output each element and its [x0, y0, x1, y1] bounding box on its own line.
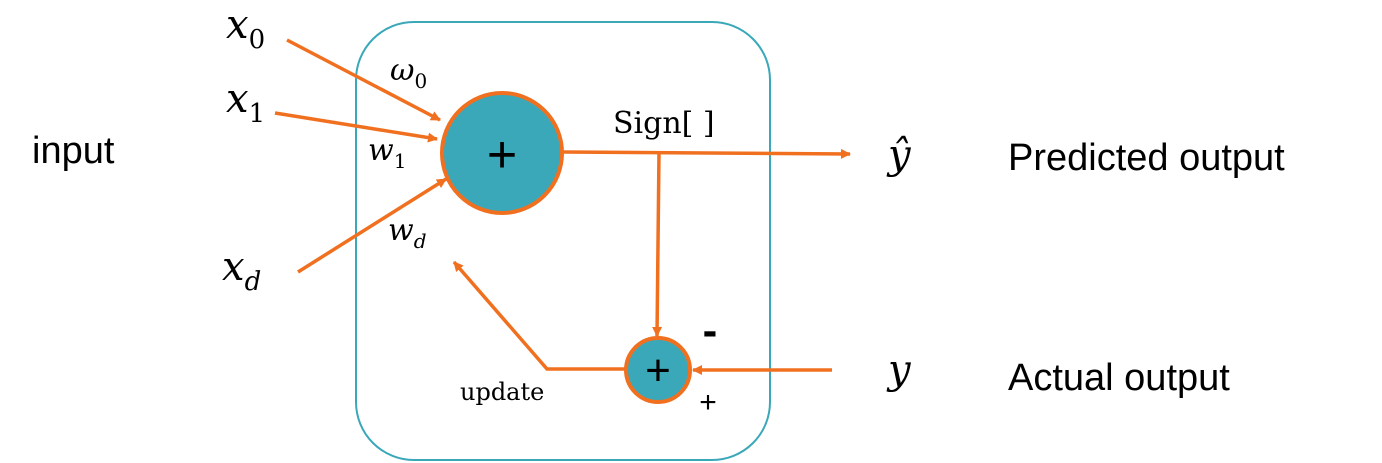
weight-w0-sub: 0 [414, 69, 427, 93]
input-label: input [32, 130, 115, 172]
input-x1-label: x1 [226, 76, 265, 129]
input-xd-label: xd [222, 244, 261, 297]
plus-sign: + [699, 386, 717, 419]
arrow-feedback-down [652, 152, 663, 337]
weight-w1-base: w [368, 133, 394, 168]
input-x0-sub: 0 [249, 25, 266, 55]
arrow-predicted-output [562, 148, 851, 159]
actual-output-label: Actual output [1008, 357, 1230, 399]
predicted-output-symbol: ŷ [886, 132, 912, 178]
input-xd-base: x [222, 244, 245, 290]
predicted-output-label: Predicted output [1008, 137, 1285, 179]
arrow-update [452, 260, 625, 371]
comparator-plus-sign: + [645, 346, 671, 395]
weight-w1-label: w1 [368, 133, 406, 173]
minus-sign: - [703, 306, 718, 355]
weight-wd-label: wd [388, 213, 427, 253]
summation-node [440, 91, 564, 215]
arrow-x1 [274, 111, 438, 143]
weight-w0-label: ω0 [390, 53, 427, 93]
update-label: update [460, 378, 544, 406]
weight-w0-base: ω [390, 53, 414, 88]
perceptron-box [355, 21, 771, 461]
comparator-node [624, 336, 692, 404]
weight-wd-sub: d [414, 229, 427, 253]
input-x0-label: x0 [226, 2, 265, 55]
input-xd-sub: d [245, 267, 262, 297]
summation-plus-sign: + [487, 126, 517, 184]
arrow-x0 [286, 38, 441, 122]
actual-output-symbol: y [886, 347, 912, 393]
input-x0-base: x [226, 2, 249, 48]
input-x1-sub: 1 [249, 99, 266, 129]
arrow-xd [297, 177, 447, 274]
sign-function-label: Sign[ ] [613, 106, 715, 141]
weight-wd-base: w [388, 213, 414, 248]
weight-w1-sub: 1 [394, 149, 407, 173]
input-x1-base: x [226, 76, 249, 122]
